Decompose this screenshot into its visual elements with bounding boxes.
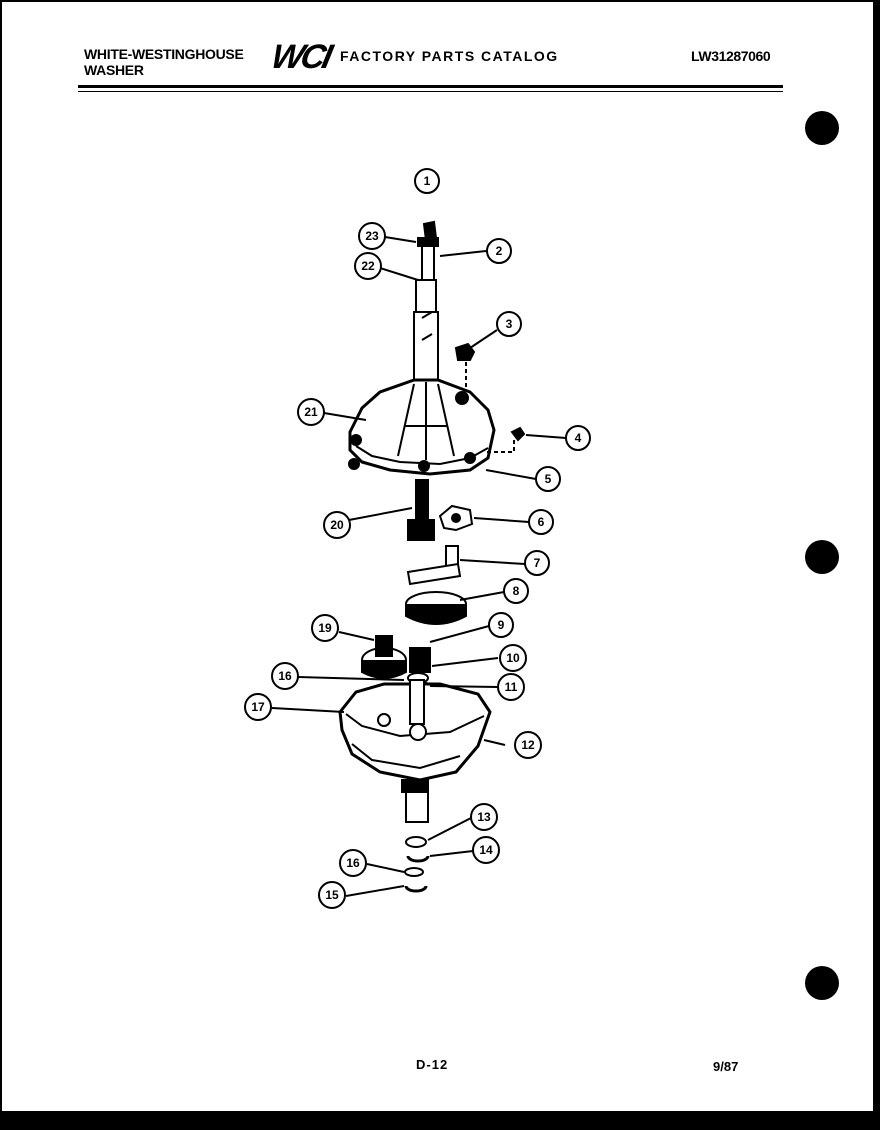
callout-1-label: 1 bbox=[424, 174, 431, 188]
part-callouts: 1 2 3 4 5 6 7 8 9 10 11 12 13 14 15 16 1… bbox=[244, 168, 591, 909]
callout-22-label: 22 bbox=[361, 259, 375, 273]
callout-15-label: 15 bbox=[325, 888, 339, 902]
callout-4-label: 4 bbox=[575, 431, 582, 445]
parts-illustration bbox=[338, 220, 526, 893]
model-number: LW31287060 bbox=[691, 48, 771, 64]
page-code: D-12 bbox=[416, 1057, 449, 1072]
callout-16-ring-label: 16 bbox=[346, 856, 360, 870]
callout-3: 3 bbox=[496, 311, 522, 337]
callout-8: 8 bbox=[503, 578, 529, 604]
callout-11: 11 bbox=[497, 673, 525, 701]
callout-21: 21 bbox=[297, 398, 325, 426]
callout-9: 9 bbox=[488, 612, 514, 638]
brand-block: WHITE-WESTINGHOUSE WASHER bbox=[84, 46, 244, 78]
callout-7: 7 bbox=[524, 550, 550, 576]
callout-1: 1 bbox=[414, 168, 440, 194]
callout-6: 6 bbox=[528, 509, 554, 535]
callout-14-label: 14 bbox=[479, 843, 493, 857]
callout-6-label: 6 bbox=[538, 515, 545, 529]
binder-hole-middle bbox=[805, 540, 839, 574]
callout-16-ring: 16 bbox=[339, 849, 367, 877]
callout-2: 2 bbox=[486, 238, 512, 264]
callout-11-label: 11 bbox=[505, 680, 518, 694]
header-rule-thin bbox=[78, 91, 783, 92]
catalog-title: FACTORY PARTS CATALOG bbox=[340, 48, 559, 64]
callout-23-label: 23 bbox=[365, 229, 379, 243]
callout-17-label: 17 bbox=[251, 700, 265, 714]
callout-12-label: 12 bbox=[521, 738, 535, 752]
callout-16-case-label: 16 bbox=[278, 669, 292, 683]
callout-12: 12 bbox=[514, 731, 542, 759]
callout-22: 22 bbox=[354, 252, 382, 280]
callout-7-label: 7 bbox=[534, 556, 541, 570]
callout-17: 17 bbox=[244, 693, 272, 721]
callout-8-label: 8 bbox=[513, 584, 520, 598]
callout-4: 4 bbox=[565, 425, 591, 451]
callout-9-label: 9 bbox=[498, 618, 505, 632]
callout-21-label: 21 bbox=[304, 405, 318, 419]
callout-16-case: 16 bbox=[271, 662, 299, 690]
callout-18-label: 19 bbox=[318, 621, 332, 635]
callout-3-label: 3 bbox=[506, 317, 513, 331]
callout-20-label: 20 bbox=[330, 518, 344, 532]
callout-23: 23 bbox=[358, 222, 386, 250]
revision-date: 9/87 bbox=[713, 1059, 739, 1074]
callout-10-label: 10 bbox=[506, 651, 520, 665]
leader-lines bbox=[271, 236, 567, 897]
header-rule bbox=[78, 85, 783, 88]
callout-5: 5 bbox=[535, 466, 561, 492]
callout-13-label: 13 bbox=[477, 810, 491, 824]
binder-hole-bottom bbox=[805, 966, 839, 1000]
callout-13: 13 bbox=[470, 803, 498, 831]
product-type: WASHER bbox=[84, 62, 144, 78]
callout-20: 20 bbox=[323, 511, 351, 539]
callout-2-label: 2 bbox=[496, 244, 503, 258]
binder-hole-top bbox=[805, 111, 839, 145]
callout-15: 15 bbox=[318, 881, 346, 909]
callout-5-label: 5 bbox=[545, 472, 552, 486]
brand-name: WHITE-WESTINGHOUSE bbox=[84, 46, 244, 62]
callout-18: 19 bbox=[311, 614, 339, 642]
callout-14: 14 bbox=[472, 836, 500, 864]
callout-10: 10 bbox=[499, 644, 527, 672]
